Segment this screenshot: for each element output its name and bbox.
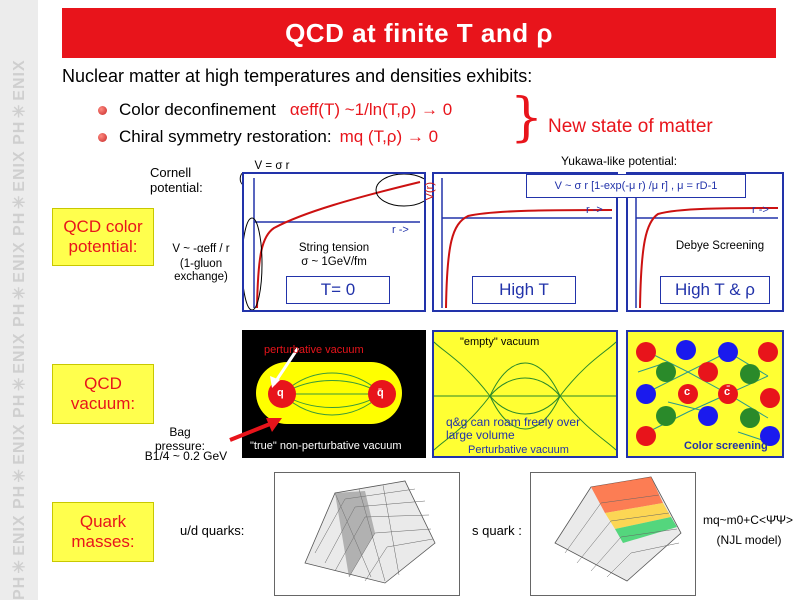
linear-term: V = σ r bbox=[254, 160, 290, 172]
s-mass-surface-plot bbox=[530, 472, 696, 596]
bullet-chiral: Chiral symmetry restoration: mq (T,ρ) → … bbox=[98, 127, 438, 147]
mass-formula: mq~m0+C<Ψ̄Ψ> bbox=[702, 513, 794, 527]
bullet-formula: αeff(T) ~1/ln(T,ρ) → 0 bbox=[289, 100, 453, 119]
quark-circle bbox=[268, 380, 296, 408]
string-tension-value: σ ~ 1GeV/fm bbox=[301, 256, 367, 268]
plot-cornell: r -> String tension σ ~ 1GeV/fm bbox=[241, 172, 433, 312]
high-t-curve bbox=[445, 209, 613, 309]
ud-mass-surface-plot bbox=[274, 472, 460, 596]
antiquark-circle bbox=[368, 380, 396, 408]
bag-shape bbox=[256, 362, 402, 424]
yukawa-title: Yukawa-like potential: bbox=[560, 154, 678, 168]
perturbative-inside-label: perturbative vacuum bbox=[264, 344, 364, 356]
debye-curve-svg bbox=[635, 178, 779, 309]
screening-svg bbox=[636, 340, 780, 446]
bullet-icon bbox=[98, 105, 107, 115]
charm-circle bbox=[678, 384, 698, 404]
anticharm-circle bbox=[718, 384, 738, 404]
ud-quarks-label: u/d quarks: bbox=[180, 523, 245, 538]
bullet-label: Chiral symmetry restoration: bbox=[119, 127, 332, 146]
r-axis-label-2: r -> bbox=[586, 204, 603, 216]
intro-text: Nuclear matter at high temperatures and … bbox=[62, 66, 533, 86]
bag-vacuum-panel: perturbative vacuum q q̄ "true" non-pert… bbox=[242, 330, 426, 458]
true-vacuum-label: "true" non-perturbative vacuum bbox=[250, 440, 402, 452]
empty-vacuum-panel: "empty" vacuum q&g can roam freely over … bbox=[432, 330, 618, 458]
slide-title: QCD at finite T and ρ bbox=[285, 17, 553, 48]
color-screening-label: Color screening bbox=[684, 440, 768, 452]
field-lines-svg bbox=[433, 341, 617, 451]
r-axis-label: r -> bbox=[392, 224, 409, 236]
njl-label: (NJL model) bbox=[716, 533, 782, 547]
s-surface-svg bbox=[554, 476, 682, 582]
cornell-curve bbox=[256, 181, 421, 309]
color-screening-panel: c c̄ Color screening bbox=[626, 330, 784, 458]
bullet-icon bbox=[98, 132, 107, 142]
bullet-deconfinement: Color deconfinement αeff(T) ~1/ln(T,ρ) →… bbox=[98, 100, 452, 120]
ud-surface-svg bbox=[304, 480, 436, 584]
tag-t0: T= 0 bbox=[286, 276, 390, 304]
long-range-ellipse bbox=[375, 173, 433, 207]
bag-pressure-label: Bag pressure: bbox=[154, 425, 206, 453]
string-tension-label: String tension bbox=[298, 242, 370, 254]
yukawa-formula: V ~ σ r [1-exp(-μ r) /μ r] , μ = rD-1 bbox=[526, 174, 746, 198]
coulomb-sub: (1-gluon exchange) bbox=[174, 258, 228, 284]
r-axis-label-3: r -> bbox=[752, 204, 769, 216]
vacuum-row-label: QCD vacuum: bbox=[52, 364, 154, 424]
brace-icon: } bbox=[510, 88, 544, 148]
potential-row-label: QCD color potential: bbox=[52, 208, 154, 266]
s-quark-label: s quark : bbox=[472, 523, 522, 538]
sidebar-watermark: PH✳ENIX PH✳ENIX PH✳ENIX PH✳ENIX PH✳ENIX … bbox=[0, 0, 38, 600]
bag-pressure-value: B1/4 ~ 0.2 GeV bbox=[144, 449, 228, 463]
masses-row-label: Quark masses: bbox=[52, 502, 154, 562]
slide-title-bar: QCD at finite T and ρ bbox=[62, 8, 776, 58]
debye-curve bbox=[639, 207, 779, 309]
coulomb-term: V ~ -αeff / r bbox=[172, 243, 230, 255]
high-t-curve-svg bbox=[441, 178, 613, 309]
empty-vacuum-label: "empty" vacuum bbox=[460, 336, 540, 348]
bag-pressure-arrow bbox=[229, 418, 282, 442]
anticharm-label: c̄ bbox=[724, 386, 731, 398]
perturbative-label: Perturbative vacuum bbox=[468, 444, 569, 456]
cornell-label: Cornell potential: bbox=[150, 165, 203, 195]
bullet-label: Color deconfinement bbox=[119, 100, 276, 119]
quark-label: q bbox=[277, 387, 284, 399]
roam-label: q&g can roam freely over large volume bbox=[446, 415, 581, 443]
tag-high-t: High T bbox=[472, 276, 576, 304]
antiquark-label: q̄ bbox=[377, 387, 384, 399]
charm-label: c bbox=[684, 386, 691, 398]
bullet-formula: mq (T,ρ) → 0 bbox=[339, 127, 439, 146]
tag-high-t-rho: High T & ρ bbox=[660, 276, 770, 304]
debye-label: Debye Screening bbox=[675, 240, 765, 252]
phenix-logo-text: PH✳ENIX PH✳ENIX PH✳ENIX PH✳ENIX PH✳ENIX … bbox=[11, 59, 28, 600]
new-state-text: New state of matter bbox=[548, 116, 713, 137]
v-axis-label: V(r) bbox=[424, 182, 436, 201]
bag-diagram-svg bbox=[256, 347, 402, 424]
